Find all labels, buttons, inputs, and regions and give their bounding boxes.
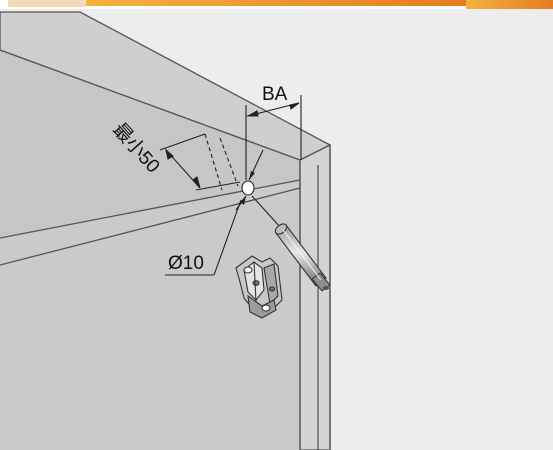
ba-dimension: [245, 95, 302, 180]
diameter-leader: [165, 199, 242, 276]
header-accent-bar: [0, 0, 553, 9]
cabinet-side-panel: [299, 143, 331, 450]
diameter-label: Ø10: [168, 253, 204, 274]
hinge-cup-outline: [204, 133, 239, 191]
cabinet-front-edge: [0, 50, 300, 238]
ba-label: BA: [262, 84, 288, 105]
door-damper-icon: [274, 223, 331, 292]
min-distance-dimension: [159, 133, 241, 191]
hinge-mounting-plate-icon: [235, 255, 283, 319]
damper-leader: [251, 195, 282, 229]
